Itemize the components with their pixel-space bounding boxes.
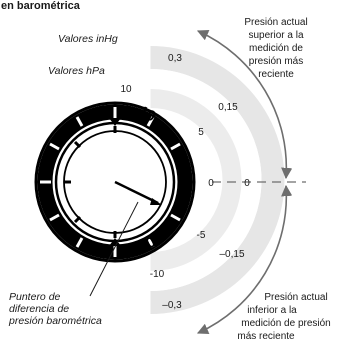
lower-desc-line1: Presión actual — [264, 292, 327, 303]
inner-tick — [73, 215, 82, 224]
inhg-label-0: 0 — [244, 178, 250, 189]
inhg-label-minus-0-15: –0,15 — [219, 249, 244, 260]
dial-number-top: 10 — [136, 103, 159, 126]
pointer-label-line2: diferencia de — [9, 303, 69, 315]
inner-tick — [73, 140, 82, 149]
header-title-fragment: en barométrica — [1, 0, 81, 12]
pressure-pointer-needle — [114, 180, 159, 205]
hpa-label-0: 0 — [208, 178, 214, 189]
bezel-tick — [75, 116, 84, 127]
upper-desc-line1: Presión actual — [244, 17, 307, 28]
upper-desc-line5: reciente — [258, 69, 294, 80]
bezel-tick — [49, 213, 60, 222]
bezel-tick — [170, 142, 181, 151]
hpa-label-5: 5 — [198, 127, 204, 138]
pointer-leader-line — [89, 201, 139, 297]
bezel-tick — [75, 237, 84, 248]
upper-desc-line4: presión más — [249, 56, 303, 67]
inhg-label-0-3: 0,3 — [168, 53, 182, 64]
inner-ticks — [64, 126, 117, 238]
lower-desc-line2: inferior a la — [247, 305, 297, 316]
bezel-tick — [49, 142, 60, 151]
hpa-scale-title: Valores hPa — [48, 65, 105, 77]
inhg-label-minus-0-3: –0,3 — [162, 300, 182, 311]
bezel-tick — [170, 213, 181, 222]
upper-desc-line3: medición de — [249, 43, 303, 54]
hpa-label-10: 10 — [120, 84, 132, 95]
pressure-pointer-tip — [150, 198, 162, 205]
lower-desc-line4: más reciente — [237, 331, 295, 342]
upper-desc-line2: superior a la — [248, 30, 303, 41]
hpa-label-minus10: -10 — [150, 269, 165, 280]
inhg-label-0-15: 0,15 — [218, 102, 238, 113]
upper-right-triangle-marker — [166, 130, 176, 140]
bottom-triangle-marker — [109, 238, 121, 246]
hpa-label-minus5: -5 — [197, 230, 206, 241]
bezel-ticks — [40, 107, 181, 257]
inhg-scale-title: Valores inHg — [58, 33, 118, 45]
dial-outer-ring — [34, 101, 196, 263]
lower-range-arrow — [196, 184, 293, 334]
upper-range-arrow — [196, 30, 293, 180]
lower-right-triangle-marker — [166, 224, 176, 234]
top-triangle-marker — [109, 118, 121, 126]
bezel-tick — [146, 116, 155, 127]
lower-desc-line3: medición de presión — [241, 318, 331, 329]
bezel-tick — [146, 237, 155, 248]
pointer-label-line3: presión barométrica — [8, 315, 102, 327]
pointer-label-line1: Puntero de — [9, 291, 61, 303]
dial-number-zero: 0 — [179, 175, 187, 192]
